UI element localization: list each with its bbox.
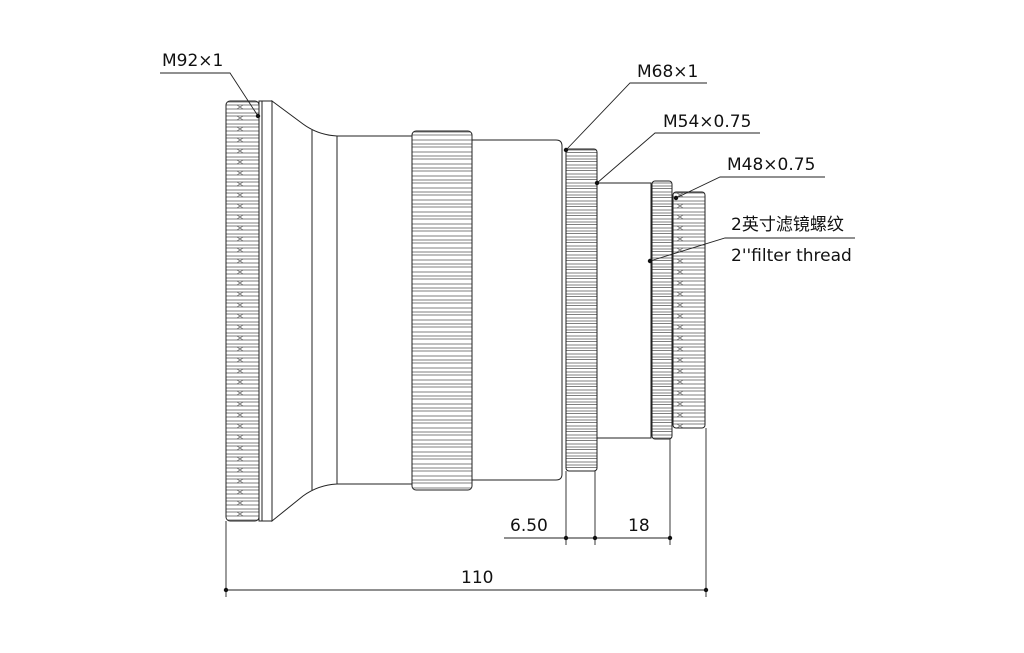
front-knurled-ring [225,100,260,522]
dimension-6-50: 6.50 [510,516,548,536]
m54-cylinder [596,182,652,439]
dimension-lines [225,428,707,597]
label-m48-thread: M48×0.75 [727,155,816,175]
front-flange [258,100,273,522]
leader-m68 [565,82,707,151]
barrel-body [336,135,414,485]
leader-filter [649,237,855,262]
label-m68-thread: M68×1 [637,62,699,82]
filter-knurled-ring [672,191,706,429]
dimension-total-length: 110 [461,568,494,588]
label-m54-thread: M54×0.75 [663,112,752,132]
dimension-18: 18 [628,516,650,536]
label-filter-thread-cn: 2英寸滤镜螺纹 [731,215,844,235]
cone-section [271,100,338,523]
rear-knurled-ring [651,180,673,440]
leader-m48 [675,176,825,199]
leader-m92 [160,72,259,117]
leader-m54 [596,132,760,184]
label-m92-thread: M92×1 [162,51,224,71]
label-filter-thread-en: 2''filter thread [731,246,852,266]
focus-knurled-ring [411,130,473,491]
m68-knurled-ring [565,148,598,472]
